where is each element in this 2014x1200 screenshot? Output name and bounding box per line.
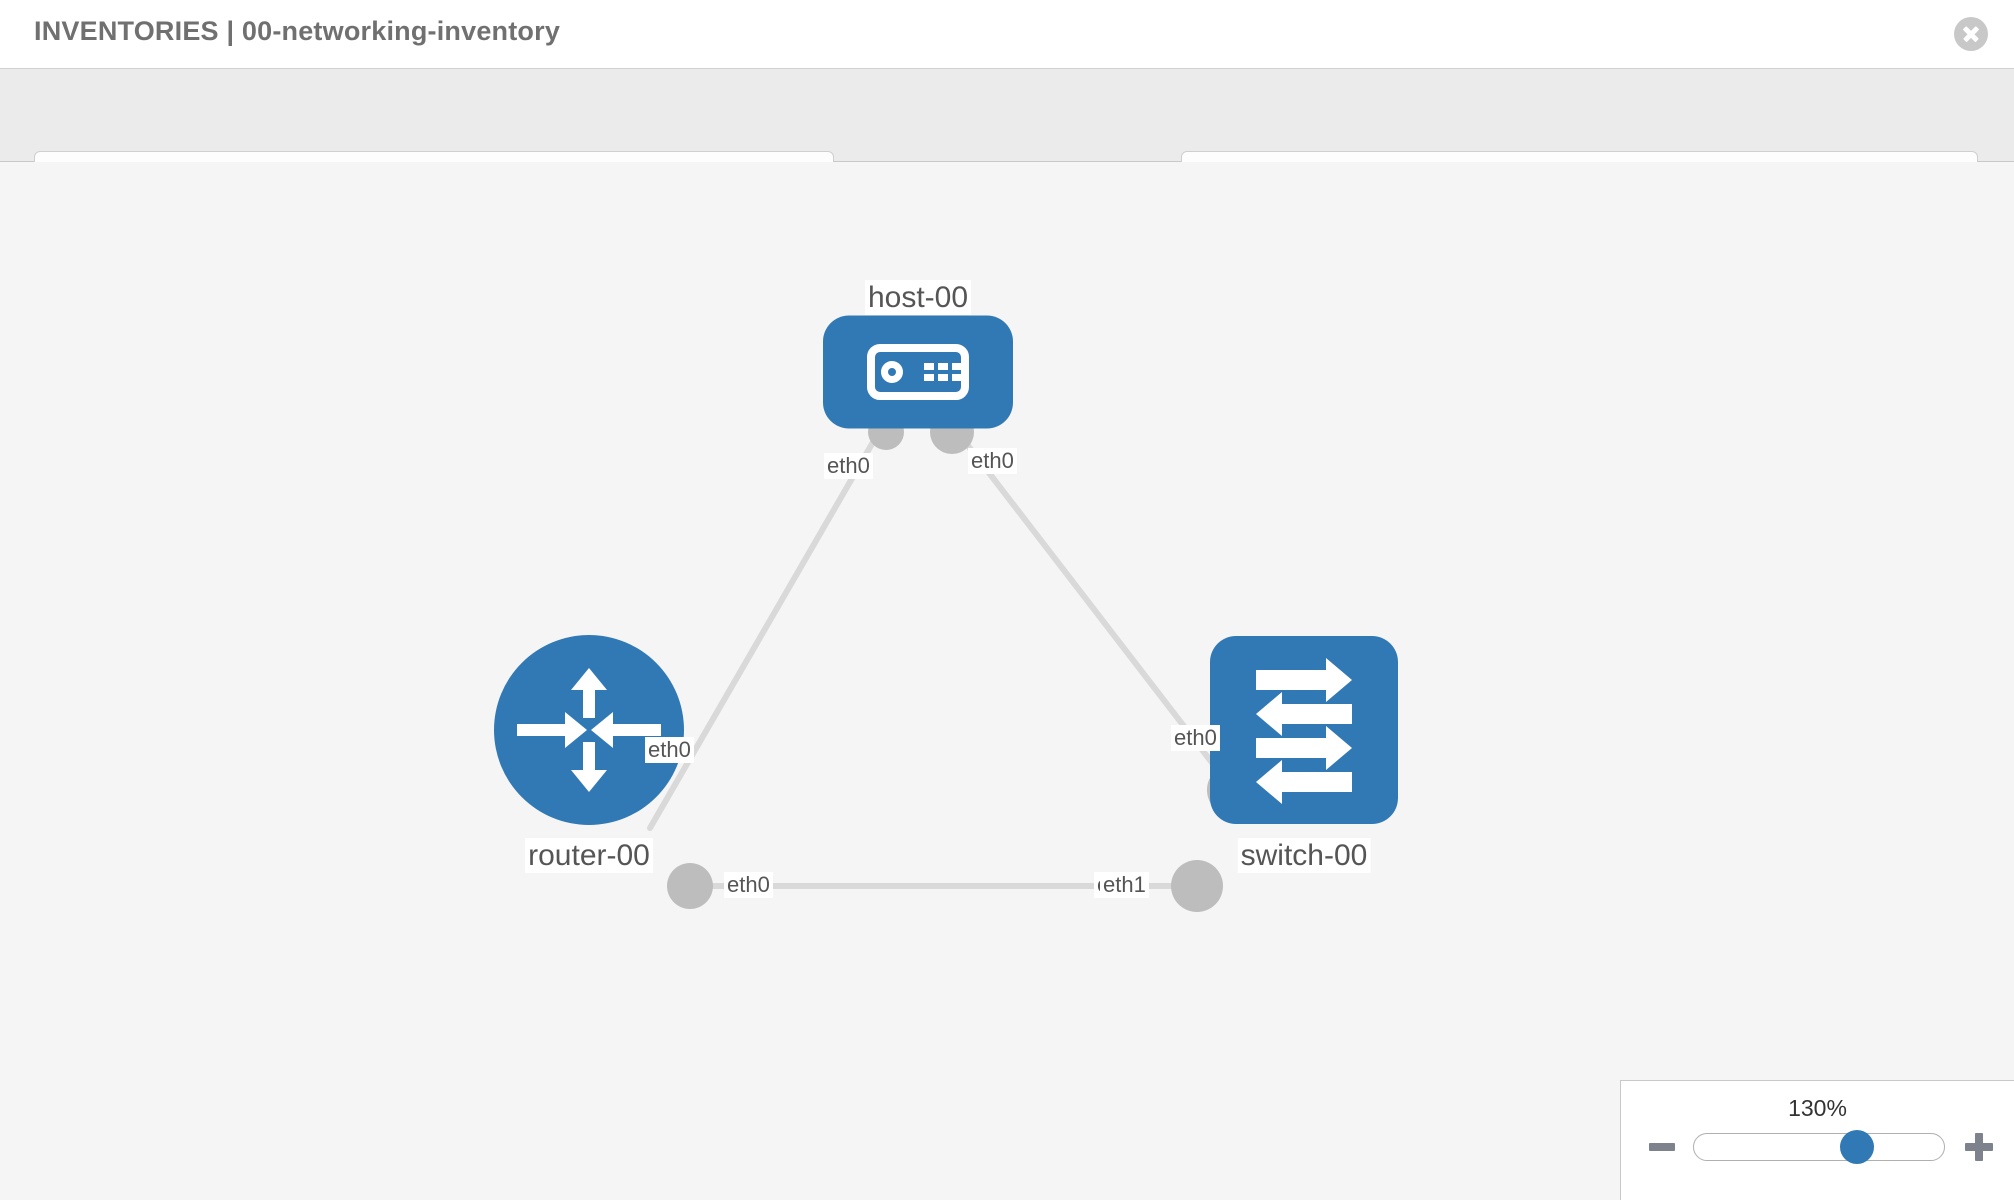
port-router-eth0[interactable] [667, 863, 713, 909]
node-label-host-00: host-00 [864, 280, 972, 315]
zoom-control-panel: 130% [1620, 1080, 2014, 1200]
node-label-switch-00: switch-00 [1237, 838, 1371, 873]
page-header: INVENTORIES | 00-networking-inventory [0, 0, 2014, 68]
iface-label-switch-eth1: eth1 [1100, 872, 1149, 899]
close-icon[interactable] [1954, 17, 1988, 51]
iface-label-switch-eth0-uplink: eth0 [1171, 725, 1220, 752]
node-label-router-00: router-00 [525, 838, 653, 873]
iface-label-router-eth0: eth0 [724, 872, 773, 899]
page-title: INVENTORIES | 00-networking-inventory [34, 16, 561, 46]
zoom-in-button[interactable] [1965, 1133, 1993, 1161]
zoom-level-text: 130% [1788, 1095, 1847, 1121]
node-host-00[interactable] [823, 315, 1013, 429]
toolbar: ACTIONS SEARCH [0, 68, 2014, 210]
node-switch-00[interactable] [1210, 636, 1398, 824]
plus-icon-vertical [1975, 1133, 1983, 1161]
bidirectional-arrows-icon [1256, 658, 1352, 804]
zoom-slider[interactable] [1693, 1130, 1945, 1164]
zoom-slider-thumb[interactable] [1839, 1130, 1874, 1164]
topology-graph [494, 315, 1398, 912]
iface-label-host-eth0-right: eth0 [968, 448, 1017, 475]
topology-ports [667, 410, 1259, 912]
topology-canvas[interactable]: host-00 router-00 switch-00 eth0 eth0 et… [0, 162, 2014, 1200]
topology-links [647, 427, 1236, 889]
port-switch-eth1[interactable] [1171, 860, 1223, 912]
four-way-arrows-icon [517, 668, 661, 792]
zoom-out-button[interactable] [1649, 1143, 1675, 1151]
server-device-icon [867, 344, 969, 400]
link-host-router[interactable] [647, 427, 883, 831]
iface-label-router-eth0-uplink: eth0 [645, 737, 694, 764]
node-router-00[interactable] [494, 635, 684, 825]
iface-label-host-eth0-left: eth0 [824, 453, 873, 480]
